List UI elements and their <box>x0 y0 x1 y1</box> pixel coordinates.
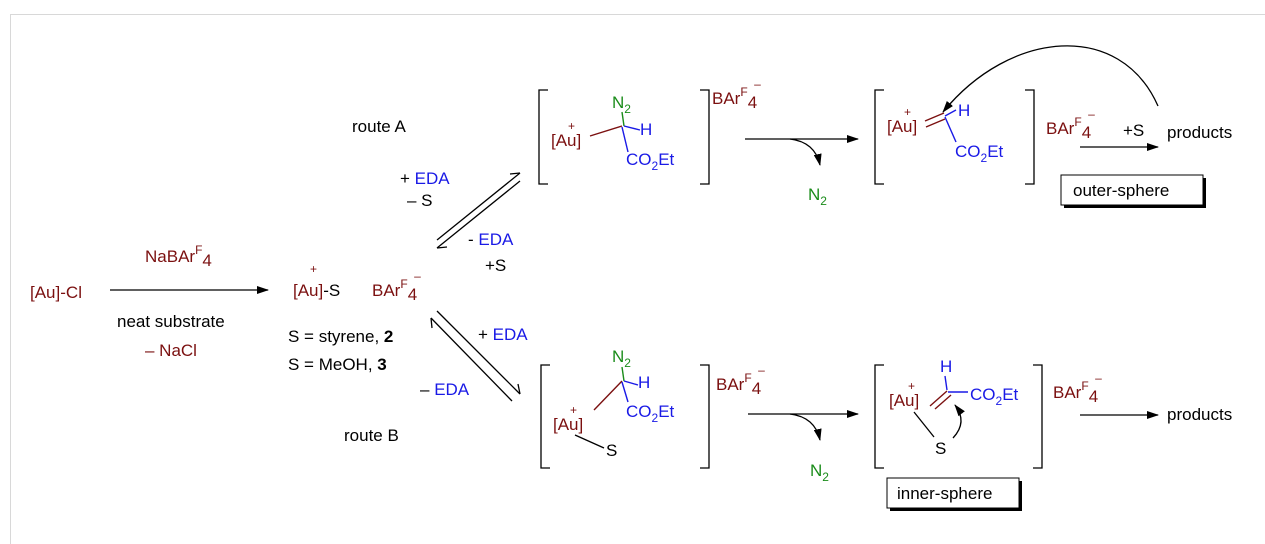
route-a-inter-bracket-left <box>538 89 548 185</box>
start-material: [Au]-Cl <box>30 283 82 302</box>
route-a-label: route A <box>352 117 407 136</box>
route-b-carbene-bracket-right <box>1033 364 1043 469</box>
route-b-inter-charge: + <box>570 403 577 417</box>
route-a-rev-gain: +S <box>485 256 506 275</box>
s-definition-2: S = styrene, 2 <box>288 327 393 346</box>
route-a-carbene-anion: BArF4– <box>1046 107 1095 142</box>
step1-reagent: NaBArF4 <box>145 243 212 270</box>
route-b-inter-s-bond <box>574 434 605 449</box>
route-a-carbene-charge: + <box>904 105 911 119</box>
route-a-inter-bracket-right <box>700 89 710 185</box>
route-a-carbene-ester: CO2Et <box>955 142 1004 165</box>
route-b-n2: N2 <box>810 461 829 484</box>
route-b-inter-anion: BArF4– <box>716 363 765 398</box>
route-a-inter-au: [Au] <box>551 131 581 150</box>
step1-condition: neat substrate <box>117 312 225 331</box>
route-a-carbene-bracket-left <box>874 89 884 185</box>
route-b-carbene-s: S <box>935 439 946 458</box>
route-b-attack-arrow <box>952 404 965 439</box>
route-b-inter-n2: N2 <box>612 347 631 370</box>
route-b-inter-ester: CO2Et <box>626 402 675 425</box>
route-b-carbene-h: H <box>940 357 952 376</box>
s-definition-3: S = MeOH, 3 <box>288 355 387 374</box>
route-b-carbene-s-bond <box>913 411 935 438</box>
figure-frame <box>10 14 1265 544</box>
route-b-mechanism-box <box>886 477 1020 509</box>
center-charge: + <box>310 262 317 276</box>
route-b-carbene-anion: BArF4– <box>1053 371 1102 406</box>
route-a-rev-reagent: - EDA <box>468 230 514 249</box>
route-a-fwd-loss: – S <box>407 191 433 210</box>
route-b-carbene-bracket-left <box>874 364 884 469</box>
route-b-rev-reagent: – EDA <box>420 380 470 399</box>
route-a-plus-s: +S <box>1123 121 1144 140</box>
route-b-inter-s: S <box>606 441 617 460</box>
route-a-carbene-h: H <box>958 101 970 120</box>
route-b-inter-bracket-left <box>540 364 550 469</box>
route-a-carbene-au: [Au] <box>887 117 917 136</box>
route-b-mechanism: inner-sphere <box>897 484 992 503</box>
route-a-inter-charge: + <box>568 119 575 133</box>
route-a-inter-n2: N2 <box>612 93 631 116</box>
center-anion: BArF4– <box>372 269 421 304</box>
route-b-inter-h: H <box>638 373 650 392</box>
route-b-products: products <box>1167 405 1232 424</box>
route-a-inter-h: H <box>640 120 652 139</box>
route-a-inter-anion: BArF4– <box>712 77 761 112</box>
route-b-carbene-charge: + <box>908 379 915 393</box>
route-a-fwd-reagent: + EDA <box>400 169 450 188</box>
route-b-inter-au: [Au] <box>553 415 583 434</box>
route-a-fwd-arrow <box>436 172 521 241</box>
step1-byproduct: – NaCl <box>145 341 197 360</box>
route-a-inter-ester: CO2Et <box>626 150 675 173</box>
center-complex: [Au]-S <box>293 281 340 300</box>
route-a-carbene-bracket-right <box>1025 89 1035 185</box>
route-b-label: route B <box>344 426 399 445</box>
route-a-mechanism-box <box>1060 174 1204 206</box>
route-b-inter-bracket-right <box>700 364 710 469</box>
route-a-mechanism: outer-sphere <box>1073 181 1169 200</box>
route-a-attack-arrow <box>942 45 1159 113</box>
route-a-n2-loss-arrow <box>789 138 822 166</box>
route-a-rev-arrow <box>436 180 521 249</box>
route-b-fwd-reagent: + EDA <box>478 325 528 344</box>
route-b-carbene-au: [Au] <box>889 391 919 410</box>
route-b-carbene-ester: CO2Et <box>970 385 1019 408</box>
route-a-n2: N2 <box>808 185 827 208</box>
route-b-n2-loss-arrow <box>789 413 822 441</box>
route-b-rev-arrow <box>430 317 513 402</box>
route-b-fwd-arrow <box>436 310 521 395</box>
route-a-products: products <box>1167 123 1232 142</box>
